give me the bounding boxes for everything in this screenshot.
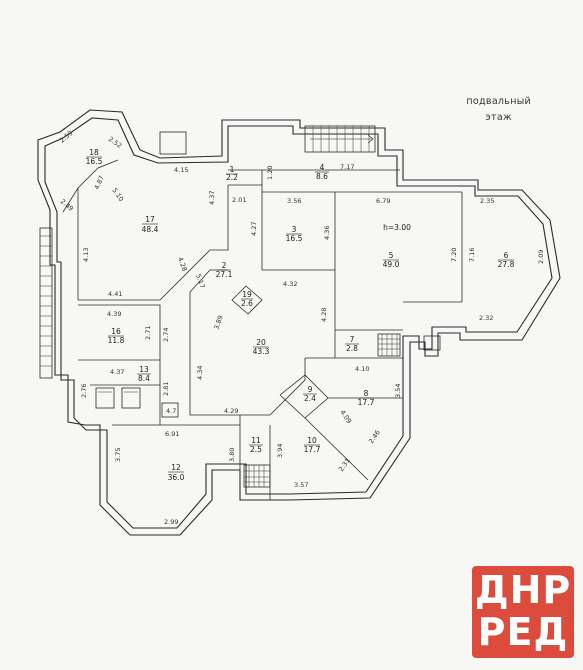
- room-area: 27.8: [498, 260, 515, 269]
- dimension-label: 3.80: [228, 448, 236, 462]
- floor-title-line2: этаж: [485, 112, 512, 123]
- floor-title-line1: подвальный: [466, 96, 531, 107]
- room-area: 16.5: [286, 234, 303, 243]
- room-area: 2.6: [241, 299, 253, 308]
- dimension-label: 4.36: [323, 226, 331, 240]
- dimension-label: 5.10: [110, 187, 125, 203]
- shaft-top-left: [159, 131, 187, 155]
- dimension-label: 2.99: [164, 518, 178, 526]
- dimension-label: 2.81: [162, 382, 170, 396]
- dimension-label: 3.94: [276, 444, 284, 458]
- room-area: 36.0: [168, 473, 185, 482]
- watermark-logo: ДНР РЕД: [472, 566, 574, 658]
- room-number: 1: [230, 165, 235, 174]
- dimension-label: 3.54: [394, 384, 402, 398]
- room-area: 48.4: [142, 225, 159, 234]
- ceiling-height: h=3.00: [383, 223, 411, 232]
- dimension-label: 4.32: [283, 280, 297, 288]
- dimension-label: 6.91: [165, 430, 179, 438]
- room-labels: 1 2.2 2 27.1 3 16.5 4 8.6 h=3.00 5 49.0 …: [86, 148, 515, 482]
- dimension-label: 4.29: [224, 407, 238, 415]
- dimension-label: 4.28: [320, 308, 328, 322]
- room-area: 2.8: [346, 344, 358, 353]
- room-number: 8: [364, 389, 369, 398]
- dimension-label: 2.76: [80, 384, 88, 398]
- room-area: 8.4: [138, 374, 150, 383]
- floor-title: подвальный этаж: [466, 94, 531, 126]
- logo-text-top: ДНР: [474, 568, 572, 612]
- room-number: 9: [308, 385, 313, 394]
- dimension-label: 2.09: [537, 250, 545, 264]
- dimension-label: 4.7: [166, 407, 176, 415]
- dimension-label: 1.20: [266, 166, 274, 180]
- dimension-label: 4.34: [196, 366, 204, 380]
- dimension-label: 4.41: [108, 290, 122, 298]
- room-number: 12: [171, 463, 181, 472]
- room-number: 18: [89, 148, 99, 157]
- room-area: 43.3: [253, 347, 270, 356]
- room-area: 16.5: [86, 157, 103, 166]
- dimension-label: 2.32: [479, 314, 493, 322]
- room-area: 27.1: [216, 270, 233, 279]
- room-number: 10: [307, 436, 317, 445]
- room-area: 2.4: [304, 394, 316, 403]
- dimension-label: 3.57: [294, 481, 308, 489]
- room-number: 2: [222, 261, 227, 270]
- left-stair: [39, 227, 53, 379]
- logo-text-bottom: РЕД: [477, 610, 569, 654]
- dimension-label: 7.16: [468, 248, 476, 262]
- dimension-label: 2.01: [232, 196, 246, 204]
- room-area: 11.8: [108, 336, 125, 345]
- room-number: 5: [389, 251, 394, 260]
- dimension-label: 2.49: [59, 197, 75, 212]
- room-area: 8.6: [316, 172, 328, 181]
- dimension-label: 4.10: [355, 365, 369, 373]
- interior-walls: [62, 159, 463, 500]
- room-number: 16: [111, 327, 121, 336]
- dimension-label: 2.71: [144, 326, 152, 340]
- outer-walls: [37, 109, 561, 536]
- dimension-label: 4.15: [174, 166, 188, 174]
- dimension-label: 4.39: [107, 310, 121, 318]
- dimension-label: 2.52: [107, 135, 123, 150]
- dimension-label: 2.31: [337, 457, 352, 473]
- dimension-label: 4.09: [338, 409, 353, 425]
- dimension-label: 3.75: [114, 448, 122, 462]
- room-number: 6: [504, 251, 509, 260]
- room-number: 11: [251, 436, 261, 445]
- fixtures: [95, 333, 441, 488]
- dimension-label: 4.87: [93, 174, 106, 191]
- room-number: 7: [350, 335, 355, 344]
- dimension-label: 2.74: [162, 328, 170, 342]
- dimension-label: 4.37: [208, 191, 216, 205]
- top-stair: [304, 125, 376, 153]
- dimension-label: 4.37: [110, 368, 124, 376]
- room-number: 4: [320, 163, 325, 172]
- dimension-label: 4.27: [250, 222, 258, 236]
- dimension-label: 7.17: [340, 163, 354, 171]
- dimension-label: 2.35: [480, 197, 494, 205]
- dimension-label: 4.13: [82, 248, 90, 262]
- dimension-label: 3.89: [212, 314, 224, 330]
- room-number: 17: [145, 215, 155, 224]
- dimension-label: 7.20: [450, 248, 458, 262]
- dimension-label: 4.28: [176, 256, 188, 272]
- room-area: 17.7: [304, 445, 321, 454]
- dimension-label: 6.79: [376, 197, 390, 205]
- room-area: 2.2: [226, 173, 238, 182]
- dimension-label: 3.56: [287, 197, 301, 205]
- room-number: 13: [139, 365, 149, 374]
- dimension-labels: 2.59 2.52 4.87 2.49 5.10 4.15 4.37 4.13 …: [58, 129, 545, 526]
- room-area: 49.0: [383, 260, 400, 269]
- room-area: 17.7: [358, 398, 375, 407]
- room-number: 3: [292, 225, 297, 234]
- dimension-label: 2.46: [367, 429, 382, 445]
- room-number: 19: [242, 290, 252, 299]
- room-number: 20: [256, 338, 266, 347]
- room-area: 2.5: [250, 445, 262, 454]
